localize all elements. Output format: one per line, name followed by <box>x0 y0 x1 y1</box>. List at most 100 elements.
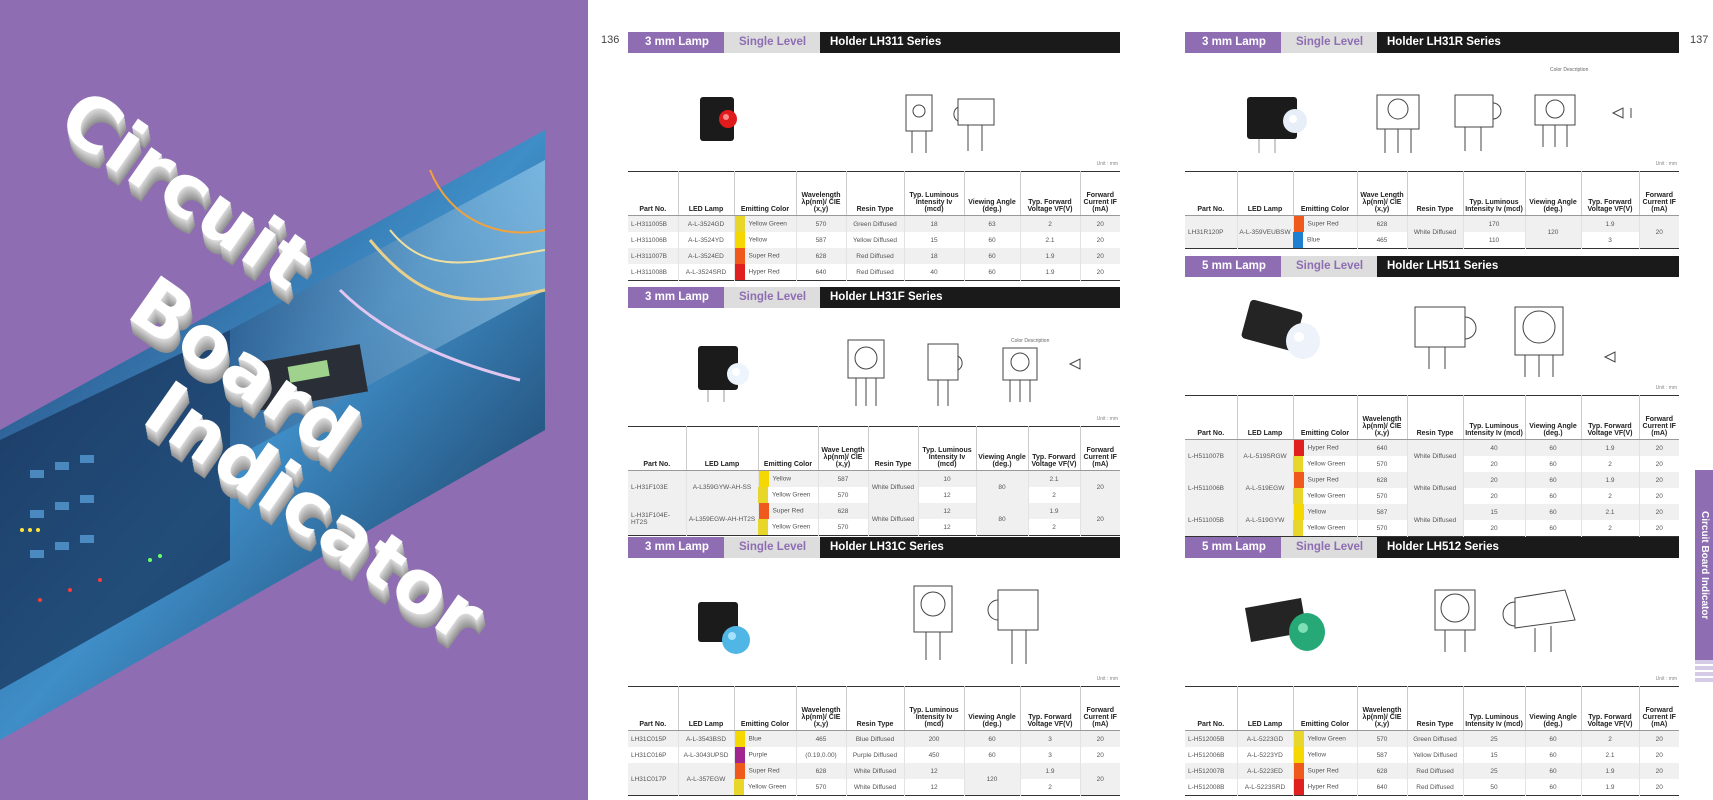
col-header: LED Lamp <box>677 171 734 216</box>
forward-voltage-cell: 1.9 <box>1580 763 1639 779</box>
level-label: Single Level <box>1281 537 1377 558</box>
col-header: Emitting Color <box>1292 171 1357 216</box>
emitting-color-text: Yellow <box>1307 751 1327 759</box>
resin-type-cell: White Diffused <box>867 503 918 536</box>
col-header: Part No. <box>1185 395 1237 440</box>
led-lamp-cell: A-L359GYW-AH-SS <box>685 470 758 503</box>
col-header: Typ. Luminous Intensity Iv (mcd) <box>903 686 964 731</box>
emitting-color-cell: Hyper Red <box>1292 439 1357 456</box>
color-swatch <box>1293 731 1304 747</box>
emitting-color-cell: Super Red <box>733 248 796 264</box>
part-no-cell: L-H512007B <box>1185 763 1237 779</box>
emitting-color-text: Hyper Red <box>1307 783 1339 791</box>
led-lamp-cell: A-L-519SRGW <box>1236 439 1293 472</box>
wavelength-cell: 465 <box>795 730 846 747</box>
intensity-cell: 20 <box>1462 456 1525 472</box>
part-no-cell: L-H511007B <box>1185 439 1237 472</box>
lamp-size-label: 3 mm Lamp <box>628 537 724 558</box>
emitting-color-text: Blue <box>748 735 762 743</box>
intensity-cell: 200 <box>903 730 964 747</box>
part-no-cell: L-H511006B <box>1185 472 1237 504</box>
intensity-cell: 40 <box>1462 439 1525 456</box>
forward-voltage-cell: 1.9 <box>1019 264 1080 281</box>
forward-voltage-cell: 2 <box>1580 488 1639 504</box>
col-header: Typ. Luminous Intensity Iv (mcd) <box>1462 171 1525 216</box>
col-header: Typ. Forward Voltage VF(V) <box>1580 686 1639 731</box>
wavelength-cell: 570 <box>1356 456 1407 472</box>
wavelength-cell: 640 <box>1356 779 1407 796</box>
viewing-angle-cell: 60 <box>1524 439 1581 456</box>
intensity-cell: 12 <box>917 519 976 536</box>
emitting-color-text: Hyper Red <box>748 268 780 276</box>
lamp-size-label: 5 mm Lamp <box>1185 537 1281 558</box>
color-swatch <box>1293 216 1304 232</box>
side-chapter-tab[interactable]: Circuit Board Indicator <box>1695 470 1713 660</box>
spec-table: Part No. LED Lamp Emitting Color Wave Le… <box>1185 171 1679 249</box>
col-header: LED Lamp <box>677 686 734 731</box>
wavelength-cell: 587 <box>817 470 868 487</box>
wavelength-cell: 628 <box>1356 215 1407 232</box>
led-lamp-cell: A-L-3524ED <box>677 248 734 264</box>
color-swatch <box>734 779 744 795</box>
resin-type-cell: Yellow Diffused <box>1406 747 1463 763</box>
product-photo <box>1247 97 1307 153</box>
resin-type-cell: White Diffused <box>1406 439 1463 472</box>
forward-voltage-cell: 2 <box>1580 730 1639 747</box>
col-header: Resin Type <box>1406 171 1463 216</box>
lamp-size-label: 3 mm Lamp <box>628 287 724 308</box>
resin-type-cell: Green Diffused <box>845 215 904 232</box>
col-header: Typ. Forward Voltage VF(V) <box>1580 171 1639 216</box>
emitting-color-text: Super Red <box>1307 476 1339 484</box>
forward-voltage-cell: 1.9 <box>1027 503 1080 519</box>
viewing-angle-cell: 120 <box>963 763 1020 796</box>
forward-current-cell: 20 <box>1638 520 1679 537</box>
part-no-cell: L-H512005B <box>1185 730 1237 747</box>
level-label: Single Level <box>1281 256 1377 277</box>
forward-voltage-cell: 2.1 <box>1580 747 1639 763</box>
color-swatch <box>758 503 769 519</box>
resin-type-cell: White Diffused <box>867 470 918 503</box>
part-no-cell: L-H311008B <box>631 268 668 276</box>
col-header: Emitting Color <box>1292 395 1357 440</box>
emitting-color-cell: Super Red <box>1292 763 1357 779</box>
section-lh31c: 3 mm Lamp Single Level Holder LH31C Seri… <box>628 537 1120 796</box>
led-lamp-cell: A-L-3524GD <box>677 215 734 232</box>
viewing-angle-cell: 60 <box>963 232 1020 248</box>
forward-voltage-cell: 1.9 <box>1580 215 1639 232</box>
forward-voltage-cell: 1.9 <box>1019 248 1080 264</box>
part-no-cell: L-H31F104E-HT2S <box>628 503 686 536</box>
col-header: Forward Current IF (mA) <box>1638 171 1679 216</box>
col-header: Typ. Forward Voltage VF(V) <box>1027 426 1080 471</box>
section-header: 3 mm Lamp Single Level Holder LH31R Seri… <box>1185 32 1679 53</box>
lamp-size-label: 3 mm Lamp <box>1185 32 1281 53</box>
unit-label: Unit : mm <box>1096 676 1118 682</box>
emitting-color-cell: Yellow <box>1292 747 1357 763</box>
section-lh31r: 3 mm Lamp Single Level Holder LH31R Seri… <box>1185 32 1679 249</box>
section-lh311: 3 mm Lamp Single Level Holder LH311 Seri… <box>628 32 1120 281</box>
spec-table: Part No. LED Lamp Emitting Color Wavelen… <box>628 686 1120 796</box>
resin-type-cell: Blue Diffused <box>845 730 904 747</box>
resin-type-cell: White Diffused <box>845 779 904 796</box>
viewing-angle-cell: 60 <box>1524 472 1581 488</box>
color-swatch <box>1293 763 1304 779</box>
forward-current-cell: 20 <box>1079 248 1120 264</box>
intensity-cell: 12 <box>917 503 976 519</box>
intensity-cell: 450 <box>903 747 964 763</box>
col-header: Part No. <box>628 171 678 216</box>
forward-current-cell: 20 <box>1638 747 1679 763</box>
viewing-angle-cell: 63 <box>963 215 1020 232</box>
intensity-cell: 50 <box>1462 779 1525 796</box>
dimension-drawing <box>1414 306 1616 377</box>
col-header: Typ. Forward Voltage VF(V) <box>1019 686 1080 731</box>
viewing-angle-cell: 60 <box>963 747 1020 763</box>
intensity-cell: 18 <box>903 248 964 264</box>
color-description-label: Color Description <box>1011 338 1050 344</box>
lamp-size-label: 3 mm Lamp <box>628 32 724 53</box>
intensity-cell: 20 <box>1462 520 1525 537</box>
forward-current-cell: 20 <box>1079 232 1120 248</box>
intensity-cell: 15 <box>1462 504 1525 520</box>
spec-table: Part No. LED Lamp Emitting Color Wave Le… <box>628 426 1120 536</box>
emitting-color-text: Super Red <box>1307 220 1339 228</box>
